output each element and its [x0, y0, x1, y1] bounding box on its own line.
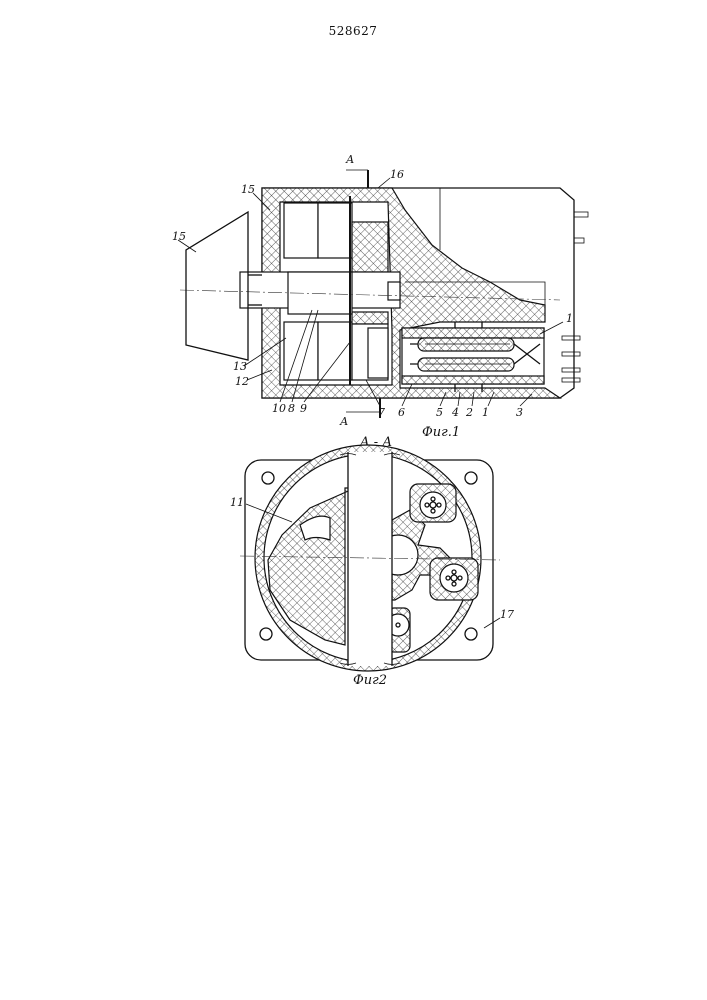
fig1-label-4: 4 [451, 406, 459, 419]
fig1-label-6: 6 [398, 406, 405, 419]
fig2-label-11: 11 [230, 496, 244, 509]
fig1-label-14: 15 [241, 183, 255, 196]
fig2-label-17: 17 [500, 608, 514, 621]
fig1-label-1: 1 [482, 406, 489, 419]
fig1-label-5: 5 [436, 406, 443, 419]
fig1-label-16: 16 [390, 168, 404, 181]
fig1-label-10: 10 [272, 402, 286, 415]
fig1-label-12: 12 [235, 375, 249, 388]
fig1-label-3: 3 [516, 406, 523, 419]
fig1-label-15: 15 [172, 230, 186, 243]
fig1-label-13: 13 [233, 360, 247, 373]
fig1-label-7: 7 [378, 406, 385, 419]
section-mark-top: А [345, 153, 354, 166]
fig1-label-9: 9 [300, 402, 307, 415]
fig2-caption: Фиг2 [353, 673, 387, 688]
fig1-label-1-top: 1 [566, 312, 573, 325]
fig1-label-2: 2 [465, 406, 473, 419]
fig1-section-view: А А 15 16 15 1 13 12 10 8 9 7 6 5 4 2 [172, 153, 588, 440]
section-mark-bottom: А [339, 415, 348, 428]
fig1-label-8: 8 [288, 402, 295, 415]
fig2-section-view: А - А [230, 435, 514, 688]
fig1-caption: Фиг.1 [422, 425, 460, 440]
patent-number: 528627 [329, 24, 378, 38]
